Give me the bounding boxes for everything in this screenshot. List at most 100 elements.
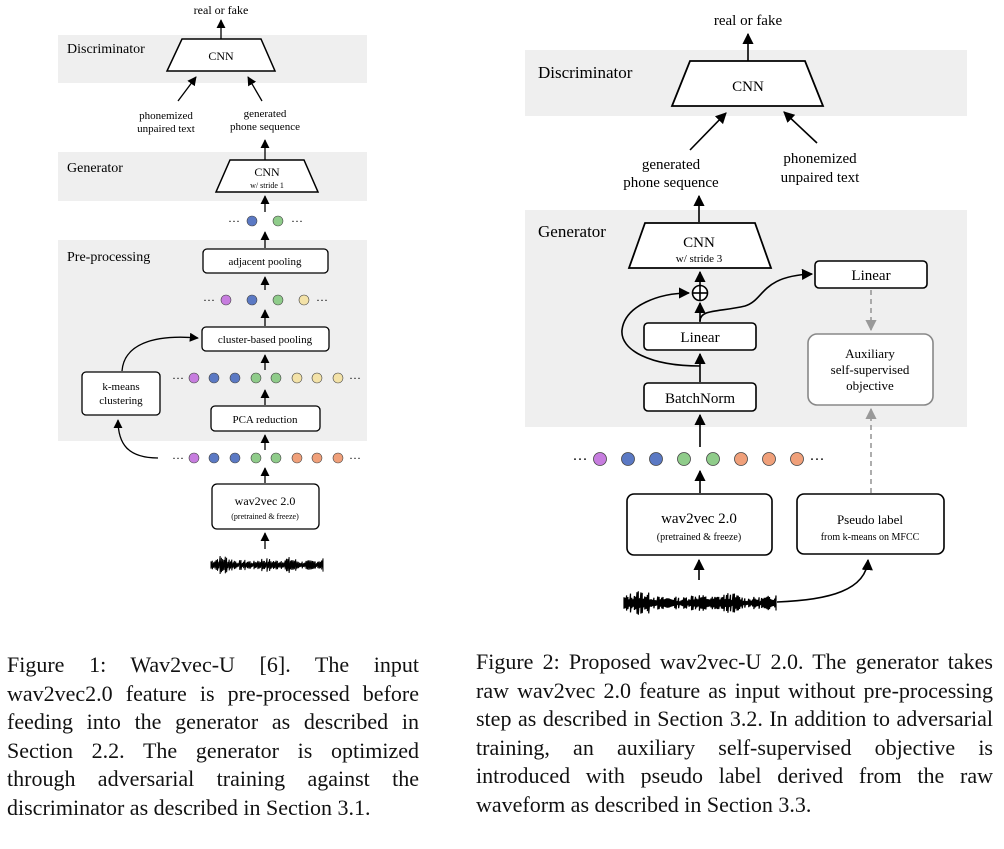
f1-feature-dot — [332, 372, 344, 384]
f1-pca-label: PCA reduction — [232, 414, 298, 426]
f2-linear-top-label: Linear — [851, 268, 890, 284]
f2-generator-cnn-sub: w/ stride 3 — [676, 253, 723, 265]
f1-kmeans-label-2: clustering — [99, 395, 143, 407]
f1-feature-dot — [208, 372, 220, 384]
f2-real-or-fake: real or fake — [714, 13, 783, 29]
f2-discriminator-cnn-label: CNN — [732, 79, 764, 95]
f1-feature-dot — [188, 452, 200, 464]
f1-wav2vec-sub: (pretrained & freeze) — [231, 512, 299, 521]
f1-wav2vec-box — [211, 483, 320, 530]
f2-ellipsis: ··· — [573, 452, 588, 468]
f1-feature-dot — [229, 372, 241, 384]
figure-2: Discriminator Generator real or fake CNN… — [525, 13, 967, 615]
f2-linear-label: Linear — [680, 330, 719, 346]
f1-generated-seq-1: generated — [244, 108, 287, 120]
figure-1: Discriminator Generator Pre-processing r… — [58, 3, 367, 575]
f1-feature-dot — [270, 372, 282, 384]
f1-preprocessing-label: Pre-processing — [67, 250, 150, 265]
f1-feature-dot — [272, 215, 284, 227]
f1-ellipsis: ··· — [316, 293, 328, 307]
f1-ellipsis: ··· — [291, 214, 303, 228]
f2-generator-cnn — [627, 222, 773, 269]
f2-wav2vec-label: wav2vec 2.0 — [661, 511, 737, 527]
f1-phonemized-text-1: phonemized — [139, 110, 193, 122]
f2-auxiliary-label-1: Auxiliary — [845, 346, 895, 361]
f1-waveform-icon — [210, 555, 324, 575]
f2-feature-dot — [734, 452, 748, 466]
f1-feature-dot — [220, 294, 232, 306]
f2-batchnorm-label: BatchNorm — [665, 391, 735, 407]
f1-adjacent-pooling-label: adjacent pooling — [228, 256, 302, 268]
f1-discriminator-cnn-label: CNN — [208, 49, 234, 63]
f1-cluster-pooling-box — [201, 326, 330, 352]
f1-pca-box — [210, 405, 321, 432]
f1-ellipsis: ··· — [172, 451, 184, 465]
f2-pseudo-label: Pseudo label — [837, 512, 903, 527]
f1-feature-dot — [311, 372, 323, 384]
f1-discriminator-label: Discriminator — [67, 42, 145, 57]
f1-feature-dot — [270, 452, 282, 464]
f2-discriminator-label: Discriminator — [538, 63, 633, 82]
f2-feature-dot — [706, 452, 720, 466]
f1-ellipsis: ··· — [349, 371, 361, 385]
f1-feature-dot — [246, 215, 258, 227]
f1-feature-dot — [298, 294, 310, 306]
f2-feature-dot — [621, 452, 635, 466]
f1-feature-dot — [246, 294, 258, 306]
f1-ellipsis: ··· — [172, 371, 184, 385]
f1-ellipsis: ··· — [203, 293, 215, 307]
f1-real-or-fake: real or fake — [194, 3, 249, 17]
f2-generated-seq-2: phone sequence — [623, 175, 719, 191]
f1-phonemized-text-2: unpaired text — [137, 123, 195, 135]
f1-feature-dot — [188, 372, 200, 384]
f1-generator-panel — [58, 152, 367, 201]
f1-generator-cnn — [214, 159, 320, 193]
f1-feature-dot — [311, 452, 323, 464]
f2-feature-dot — [762, 452, 776, 466]
f1-feature-dot — [272, 294, 284, 306]
f2-auxiliary-label-3: objective — [846, 378, 894, 393]
f2-feature-dot — [790, 452, 804, 466]
f1-feature-dot — [208, 452, 220, 464]
f1-feature-dot — [229, 452, 241, 464]
watermark: 知乎 @三元 — [823, 793, 941, 817]
f2-linear-top-box — [814, 260, 928, 289]
f2-auxiliary-label-2: self-supervised — [831, 362, 910, 377]
f2-auxiliary-objective-box — [807, 333, 934, 406]
f2-generator-cnn-label: CNN — [683, 235, 715, 251]
f2-waveform-icon — [623, 591, 777, 615]
f2-wav2vec-box — [626, 493, 773, 556]
f1-discriminator-cnn — [165, 38, 277, 72]
f1-feature-dot — [291, 452, 303, 464]
f2-phonemized-text-2: unpaired text — [781, 170, 861, 186]
f1-generator-cnn-sub: w/ stride 1 — [250, 181, 284, 190]
f1-generated-seq-2: phone sequence — [230, 121, 300, 133]
f2-batchnorm-box — [643, 382, 757, 412]
f1-kmeans-box — [81, 371, 161, 416]
f2-ellipsis: ··· — [810, 452, 825, 468]
f1-feature-dot — [291, 372, 303, 384]
f1-feature-dot — [332, 452, 344, 464]
f2-pseudo-sub: from k-means on MFCC — [821, 532, 920, 543]
f2-feature-dot — [593, 452, 607, 466]
f2-generated-seq-1: generated — [642, 157, 701, 173]
f1-ellipsis: ··· — [349, 451, 361, 465]
figure-1-caption: Figure 1: Wav2vec-U [6]. The input wav2v… — [7, 652, 419, 820]
f1-ellipsis: ··· — [228, 214, 240, 228]
figure-2-caption: Figure 2: Proposed wav2vec-U 2.0. The ge… — [476, 649, 993, 817]
f2-wav2vec-sub: (pretrained & freeze) — [657, 532, 741, 543]
f2-discriminator-cnn — [670, 60, 825, 107]
f1-generator-cnn-label: CNN — [254, 165, 280, 179]
f1-kmeans-label-1: k-means — [102, 381, 139, 393]
f2-phonemized-text-1: phonemized — [783, 151, 857, 167]
f1-feature-dot — [250, 372, 262, 384]
f1-generator-label: Generator — [67, 161, 123, 176]
f2-linear-box — [643, 322, 757, 351]
f1-cluster-pooling-label: cluster-based pooling — [218, 334, 313, 346]
f1-feature-dot — [250, 452, 262, 464]
f2-generator-label: Generator — [538, 222, 606, 241]
f1-wav2vec-label: wav2vec 2.0 — [235, 494, 296, 508]
f1-adjacent-pooling-box — [202, 248, 329, 274]
f2-feature-dot — [677, 452, 691, 466]
